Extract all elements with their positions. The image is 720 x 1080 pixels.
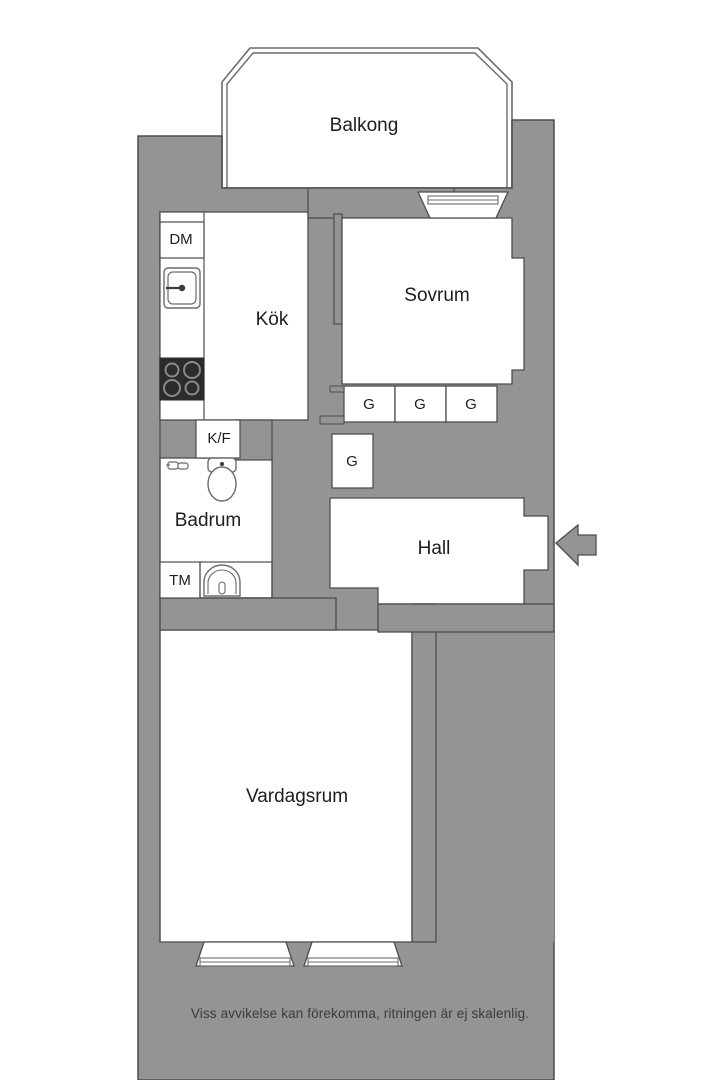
dishwasher-box [159, 221, 205, 259]
kitchen-fixtures [159, 211, 241, 459]
washbasin-icon [203, 564, 241, 597]
fridge-box [195, 419, 241, 459]
window-living-right [303, 941, 403, 967]
entry-arrow-icon [555, 523, 597, 567]
fixture-label-kf: K/F [207, 430, 230, 447]
fixture-label-dm: DM [169, 231, 192, 248]
sink-icon [163, 267, 201, 309]
dryer-box [159, 561, 201, 599]
closet-box-2 [394, 385, 447, 423]
room-label-sovrum: Sovrum [404, 285, 469, 306]
closet-box-1 [343, 385, 396, 423]
shower-mixer-icon [166, 461, 189, 470]
plan-disclaimer: Viss avvikelse kan förekomma, ritningen … [190, 1006, 530, 1021]
room-label-kok: Kök [256, 309, 289, 330]
closet-label-2: G [414, 396, 426, 413]
room-label-balkong: Balkong [330, 115, 399, 136]
fixture-label-tm: TM [169, 572, 191, 589]
room-label-badrum: Badrum [175, 510, 242, 531]
closet-box-3 [445, 385, 498, 423]
stove-icon [159, 357, 205, 401]
room-label-hall: Hall [418, 538, 451, 559]
balcony-door-sovrum [416, 191, 510, 219]
closet-box-4 [331, 433, 374, 489]
window-living-left [195, 941, 295, 967]
closet-label-3: G [465, 396, 477, 413]
toilet-icon [207, 457, 237, 502]
closet-group [319, 385, 498, 489]
closet-label-1: G [363, 396, 375, 413]
closet-label-4: G [346, 453, 358, 470]
room-label-vardagsrum: Vardagsrum [246, 786, 348, 807]
bathroom-fixtures [159, 457, 273, 599]
